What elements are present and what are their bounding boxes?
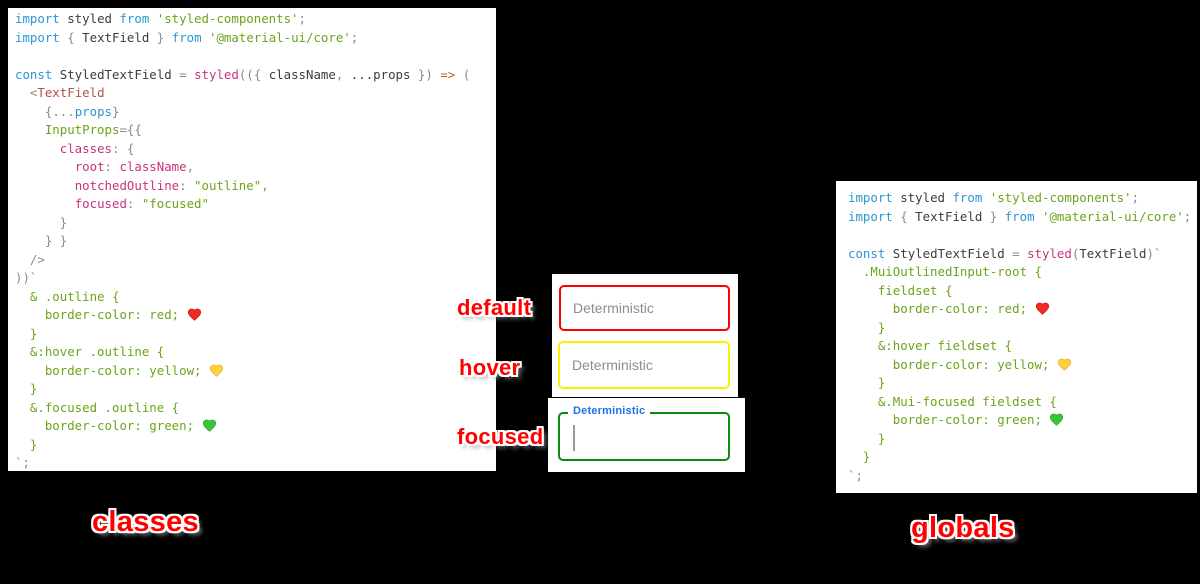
code-line: } (29, 436, 38, 452)
textfield-floating-label: Deterministic (568, 405, 651, 417)
code-line: `; (848, 467, 863, 483)
code-line: InputProps={{ (44, 122, 142, 137)
code-line: &:hover fieldset { (877, 338, 1013, 353)
heart-yellow-icon (1057, 357, 1072, 372)
code-line (15, 47, 496, 66)
annotation-default: default (457, 295, 532, 320)
code-line: } } (44, 233, 68, 248)
code-line: } (877, 375, 886, 390)
code-line: border-color: red; (15, 306, 496, 325)
code-line: border-color: yellow; (848, 356, 1197, 375)
code-line: import { TextField } from '@material-ui/… (848, 208, 1192, 224)
code-line: import styled from 'styled-components'; (848, 190, 1139, 205)
code-line: &.Mui-focused fieldset { (877, 393, 1057, 409)
caption-globals: globals (911, 512, 1015, 544)
code-line: border-color: yellow; (15, 362, 496, 381)
code-line: root: className, (74, 159, 195, 174)
annotation-hover: hover (459, 355, 521, 380)
code-line: } (862, 449, 871, 464)
globals-code: import styled from 'styled-components'; i… (836, 181, 1197, 485)
code-line: } (59, 214, 68, 230)
text-cursor-icon (573, 425, 575, 451)
textfield-hover-input[interactable] (560, 343, 728, 387)
code-line: border-color: green; (848, 411, 1197, 430)
code-line: import { TextField } from '@material-ui/… (15, 29, 359, 45)
code-line: border-color: green; (15, 417, 496, 436)
textfield-hover (558, 341, 730, 389)
heart-green-icon (202, 418, 217, 433)
code-line: import styled from 'styled-components'; (15, 11, 306, 26)
code-line: border-color: red; (848, 300, 1197, 319)
heart-yellow-icon (209, 363, 224, 378)
annotation-focused: focused (457, 424, 544, 449)
caption-classes: classes (92, 506, 199, 538)
textfield-default-input[interactable] (561, 287, 728, 329)
code-line: `; (15, 455, 30, 470)
code-line: focused: "focused" (74, 196, 209, 211)
code-line: classes: { (59, 140, 135, 156)
code-line: } (29, 381, 38, 396)
textfield-focused[interactable]: Deterministic (558, 405, 730, 461)
code-line: const StyledTextField = styled(({ classN… (15, 66, 471, 82)
textfield-demo-panel-top (552, 274, 738, 397)
code-line: /> (29, 251, 45, 267)
textfield-default (559, 285, 730, 331)
classes-code: import styled from 'styled-components'; i… (8, 8, 496, 473)
code-line: <TextField (29, 85, 105, 100)
heart-red-icon (187, 307, 202, 322)
code-line: &:hover .outline { (29, 344, 165, 359)
code-line: &.focused .outline { (29, 399, 180, 415)
code-line (848, 226, 1197, 245)
classes-code-panel: import styled from 'styled-components'; i… (8, 8, 496, 471)
heart-green-icon (1049, 412, 1064, 427)
code-line: const StyledTextField = styled(TextField… (848, 245, 1162, 261)
code-line: {...props} (44, 103, 120, 119)
code-line: } (877, 319, 886, 335)
code-line: fieldset { (877, 282, 953, 298)
textfield-demo-panel-bottom: Deterministic (548, 398, 745, 472)
globals-code-panel: import styled from 'styled-components'; i… (836, 181, 1197, 493)
heart-red-icon (1035, 301, 1050, 316)
code-line: ))` (15, 270, 38, 285)
code-line: .MuiOutlinedInput-root { (862, 264, 1042, 279)
code-line: & .outline { (29, 288, 120, 304)
code-line: notchedOutline: "outline", (74, 177, 269, 193)
code-line: } (877, 430, 886, 446)
code-line: } (29, 325, 38, 341)
